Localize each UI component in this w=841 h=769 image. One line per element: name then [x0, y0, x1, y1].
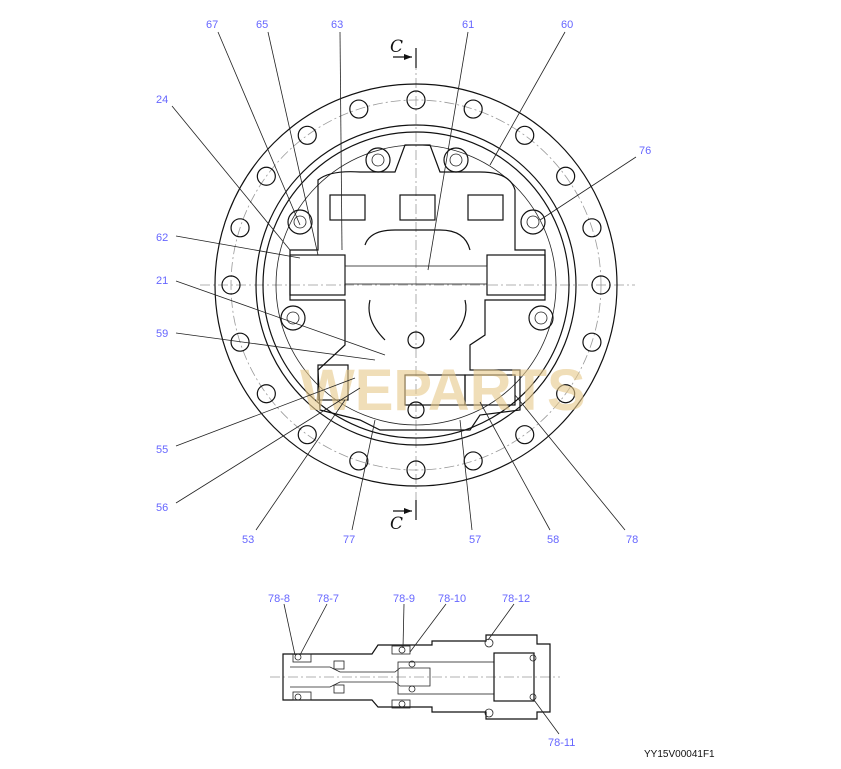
bolt-hole: [515, 425, 535, 445]
bolt-hole: [463, 99, 483, 119]
bolt-hole: [515, 125, 535, 145]
bolt-hole: [349, 451, 369, 471]
main-callouts: 67 65 63 61 60 76 24 62 21 59 55 56 53 7…: [156, 19, 651, 546]
bolt-hole: [349, 99, 369, 119]
callout-63[interactable]: 63: [331, 19, 343, 31]
bolt-hole: [556, 166, 576, 186]
bolt-hole: [582, 218, 602, 238]
bolt-hole: [556, 384, 576, 404]
callout-21[interactable]: 21: [156, 275, 168, 287]
callout-78-9[interactable]: 78-9: [393, 593, 415, 605]
callout-58[interactable]: 58: [547, 534, 559, 546]
bolt-hole: [591, 275, 611, 295]
callout-57[interactable]: 57: [469, 534, 481, 546]
detail-leader-lines: [283, 603, 560, 735]
bolt-hole: [230, 218, 250, 238]
bolt-hole: [256, 166, 276, 186]
bolt-hole: [582, 332, 602, 352]
bolt-hole: [297, 125, 317, 145]
callout-78-8[interactable]: 78-8: [268, 593, 290, 605]
bolt-hole: [221, 275, 241, 295]
callout-53[interactable]: 53: [242, 534, 254, 546]
callout-78-7[interactable]: 78-7: [317, 593, 339, 605]
bolt-hole: [230, 332, 250, 352]
section-letter-top: C: [390, 37, 403, 57]
callout-61[interactable]: 61: [462, 19, 474, 31]
callout-76[interactable]: 76: [639, 145, 651, 157]
callout-78-10[interactable]: 78-10: [438, 593, 466, 605]
drawing-id: YY15V00041F1: [644, 749, 715, 760]
leader-lines: [171, 31, 637, 531]
bolt-hole: [406, 460, 426, 480]
bolt-hole: [256, 384, 276, 404]
callout-67[interactable]: 67: [206, 19, 218, 31]
valve-78-detail-drawing: [270, 634, 560, 720]
bolt-hole: [297, 425, 317, 445]
callout-78[interactable]: 78: [626, 534, 638, 546]
section-mark-bottom: C: [390, 500, 417, 534]
bolt-hole: [463, 451, 483, 471]
callout-60[interactable]: 60: [561, 19, 573, 31]
callout-62[interactable]: 62: [156, 232, 168, 244]
callout-59[interactable]: 59: [156, 328, 168, 340]
travel-motor-cover-drawing: [200, 60, 635, 510]
callout-55[interactable]: 55: [156, 444, 168, 456]
detail-callouts: 78-8 78-7 78-9 78-10 78-12 78-11: [268, 593, 575, 749]
callout-65[interactable]: 65: [256, 19, 268, 31]
section-mark-top: C: [390, 37, 417, 68]
callout-78-12[interactable]: 78-12: [502, 593, 530, 605]
callout-56[interactable]: 56: [156, 502, 168, 514]
bolt-holes: [221, 90, 611, 480]
bolt-hole: [406, 90, 426, 110]
watermark: WEPARTS: [300, 358, 586, 423]
section-letter-bottom: C: [390, 514, 403, 534]
callout-77[interactable]: 77: [343, 534, 355, 546]
callout-24[interactable]: 24: [156, 94, 168, 106]
callout-78-11[interactable]: 78-11: [548, 737, 575, 749]
